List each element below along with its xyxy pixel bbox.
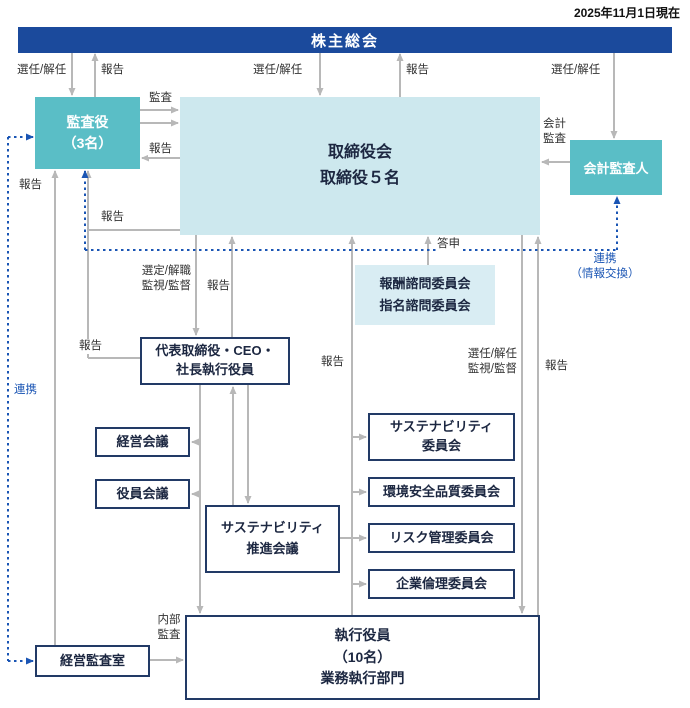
node-ceo: 代表取締役・CEO・ 社長執行役員 [140, 337, 290, 385]
node-officers-meeting: 役員会議 [95, 479, 190, 509]
label-report-officers-to-board: 報告 [544, 359, 569, 374]
label-select-dismiss-supervise: 選定/解職 監視/監督 [126, 264, 192, 294]
label-appoint-dismiss-board: 選任/解任 [252, 63, 304, 78]
node-shareholders-meeting: 株主総会 [18, 27, 672, 53]
label-report-auditors-to-shareholders: 報告 [100, 63, 125, 78]
node-accounting-auditor: 会計監査人 [570, 140, 662, 195]
label-cooperation: 連携 [13, 383, 38, 398]
cooperation-dotted-connectors [7, 133, 621, 665]
node-advisory-committees: 報酬諮問委員会 指名諮問委員会 [355, 265, 495, 325]
node-management-meeting: 経営会議 [95, 427, 190, 457]
label-appoint-dismiss-supervise: 選任/解任 監視/監督 [454, 347, 518, 377]
label-audit: 監査 [148, 91, 173, 106]
label-cooperation-info-exchange: 連携 （情報交換） [556, 252, 654, 282]
label-accounting-audit: 会計 監査 [542, 117, 567, 147]
label-appoint-dismiss-accounting-auditor: 選任/解任 [550, 63, 602, 78]
label-report-ceo-to-board: 報告 [206, 279, 231, 294]
node-auditors: 監査役 （3名） [35, 97, 140, 169]
label-report-board-to-shareholders: 報告 [405, 63, 430, 78]
label-report-to-auditors: 報告 [100, 210, 125, 225]
node-sustainability-council: サステナビリティ 推進会議 [205, 505, 340, 573]
gray-connectors [51, 52, 618, 664]
node-board-of-directors: 取締役会 取締役５名 [180, 97, 540, 235]
node-env-safety-quality-committee: 環境安全品質委員会 [368, 477, 515, 507]
label-consult-report: 答申 [436, 237, 461, 252]
label-report-audit-office-to-auditors: 報告 [18, 178, 43, 193]
node-management-audit-office: 経営監査室 [35, 645, 150, 677]
node-sustainability-committee: サステナビリティ 委員会 [368, 413, 515, 461]
label-appoint-dismiss-auditors: 選任/解任 [16, 63, 68, 78]
node-corporate-ethics-committee: 企業倫理委員会 [368, 569, 515, 599]
date-note: 2025年11月1日現在 [573, 6, 680, 20]
label-internal-audit: 内部 監査 [153, 613, 185, 643]
label-report-board-to-auditors: 報告 [148, 142, 173, 157]
node-executive-officers: 執行役員 （10名） 業務執行部門 [185, 615, 540, 700]
node-risk-management-committee: リスク管理委員会 [368, 523, 515, 553]
label-report-exec-to-board: 報告 [320, 355, 345, 370]
label-report-ceo-to-auditors: 報告 [78, 339, 103, 354]
